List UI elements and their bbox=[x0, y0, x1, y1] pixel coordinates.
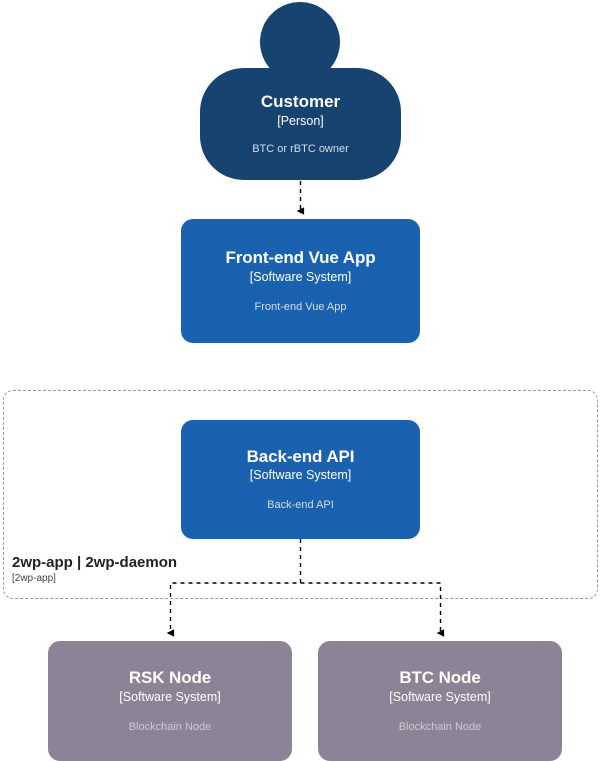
node-frontend-type: [Software System] bbox=[249, 269, 352, 284]
node-customer-title: Customer bbox=[260, 92, 341, 112]
node-rsk-description: Blockchain Node bbox=[128, 720, 212, 733]
system-boundary-label: 2wp-app | 2wp-daemon [2wp-app] bbox=[12, 554, 177, 585]
node-btc-node[interactable]: BTC Node [Software System] Blockchain No… bbox=[318, 641, 562, 761]
node-frontend-description: Front-end Vue App bbox=[254, 300, 347, 313]
node-backend-type: [Software System] bbox=[249, 468, 352, 483]
node-rsk-node[interactable]: RSK Node [Software System] Blockchain No… bbox=[48, 641, 292, 761]
node-backend-api[interactable]: Back-end API [Software System] Back-end … bbox=[181, 420, 420, 539]
node-backend-description: Back-end API bbox=[267, 499, 334, 512]
node-customer-description: BTC or rBTC owner bbox=[252, 142, 349, 155]
node-backend-title: Back-end API bbox=[246, 446, 355, 466]
node-btc-title: BTC Node bbox=[399, 668, 481, 688]
node-customer-type: [Person] bbox=[277, 113, 324, 128]
node-btc-description: Blockchain Node bbox=[398, 720, 482, 733]
node-rsk-title: RSK Node bbox=[128, 668, 212, 688]
node-frontend-vue-app[interactable]: Front-end Vue App [Software System] Fron… bbox=[181, 219, 420, 343]
node-rsk-type: [Software System] bbox=[119, 689, 221, 704]
node-btc-type: [Software System] bbox=[389, 689, 491, 704]
system-boundary-title: 2wp-app | 2wp-daemon bbox=[12, 554, 178, 571]
node-frontend-title: Front-end Vue App bbox=[225, 248, 376, 268]
node-customer[interactable]: Customer [Person] BTC or rBTC owner bbox=[200, 0, 401, 180]
system-boundary-type: [2wp-app] bbox=[12, 573, 56, 584]
person-body: Customer [Person] BTC or rBTC owner bbox=[200, 68, 401, 180]
